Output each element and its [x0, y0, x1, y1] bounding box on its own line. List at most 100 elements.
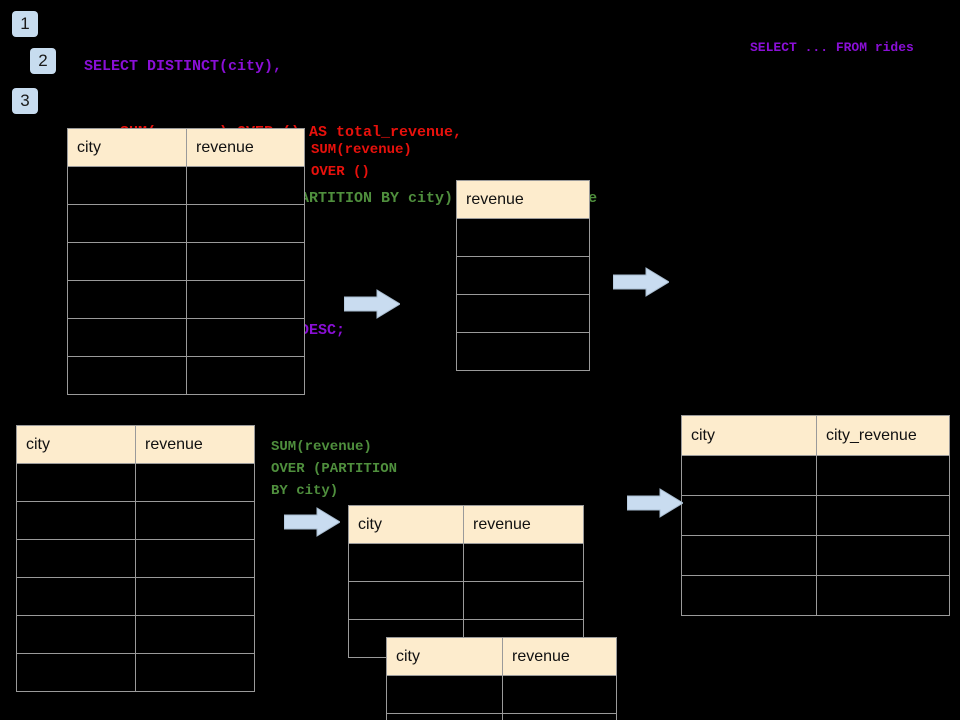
table-body: [67, 166, 305, 395]
table-row: [67, 280, 305, 319]
cell-revenue: [456, 256, 590, 295]
cell-revenue: [463, 543, 584, 582]
table-row: [67, 356, 305, 395]
cell-city: [67, 166, 187, 205]
table-row: [16, 577, 255, 616]
column-header-revenue: revenue: [135, 425, 255, 464]
column-header-city: city: [348, 505, 464, 544]
table-row: [16, 539, 255, 578]
cell-city: [681, 455, 817, 496]
cell-city: [67, 242, 187, 281]
table-row: [681, 495, 950, 536]
column-header-revenue: revenue: [186, 128, 305, 167]
sql-line-select: SELECT DISTINCT(city),: [84, 58, 283, 75]
column-header-revenue: revenue: [502, 637, 617, 676]
table-row: [348, 543, 584, 582]
cell-revenue: [186, 166, 305, 205]
column-header-revenue: revenue: [456, 180, 590, 219]
partition-table-a: city revenue: [348, 505, 584, 658]
column-header-city: city: [16, 425, 136, 464]
cell-revenue: [502, 675, 617, 714]
step-badge-3: 3: [12, 88, 38, 114]
table-header-row: city revenue: [386, 637, 617, 676]
cell-revenue: [135, 501, 255, 540]
table-row: [456, 332, 590, 371]
column-header-city-revenue: city_revenue: [816, 415, 950, 456]
source-table-bottom: city revenue: [16, 425, 255, 692]
revenue-table: revenue: [456, 180, 590, 371]
table-body: [16, 463, 255, 692]
table-row: [386, 675, 617, 714]
cell-city: [681, 535, 817, 576]
table-row: [386, 713, 617, 720]
cell-city: [16, 653, 136, 692]
step-badge-2: 2: [30, 48, 56, 74]
cell-revenue: [135, 539, 255, 578]
cell-city-revenue: [816, 575, 950, 616]
cell-city: [16, 577, 136, 616]
table-header-row: city city_revenue: [681, 415, 950, 456]
table-row: [456, 256, 590, 295]
cell-revenue: [463, 581, 584, 620]
cell-city: [16, 615, 136, 654]
table-row: [16, 463, 255, 502]
table-row: [67, 166, 305, 205]
step-badge-1: 1: [12, 11, 38, 37]
table-row: [681, 455, 950, 496]
table-row: [456, 218, 590, 257]
cell-revenue: [135, 577, 255, 616]
table-header-row: revenue: [456, 180, 590, 219]
partition-table-b: city revenue: [386, 637, 617, 720]
cell-city: [67, 356, 187, 395]
cell-city-revenue: [816, 495, 950, 536]
cell-revenue: [186, 204, 305, 243]
table-row: [16, 653, 255, 692]
table-row: [67, 204, 305, 243]
cell-city: [681, 575, 817, 616]
cell-revenue: [186, 280, 305, 319]
cell-city: [16, 501, 136, 540]
table-row: [681, 575, 950, 616]
cell-revenue: [502, 713, 617, 720]
cell-city: [67, 204, 187, 243]
cell-city: [16, 463, 136, 502]
cell-revenue: [456, 294, 590, 333]
column-header-city: city: [386, 637, 503, 676]
table-body: [386, 675, 617, 720]
table-body: [681, 455, 950, 616]
arrow-right-icon: [627, 488, 683, 518]
table-body: [456, 218, 590, 371]
cell-city: [348, 543, 464, 582]
sql-side-note: SELECT ... FROM rides: [750, 40, 914, 55]
table-row: [16, 615, 255, 654]
cell-revenue: [456, 218, 590, 257]
cell-city: [386, 675, 503, 714]
cell-revenue: [135, 615, 255, 654]
column-header-city: city: [67, 128, 187, 167]
cell-city: [16, 539, 136, 578]
cell-city: [348, 581, 464, 620]
cell-city-revenue: [816, 535, 950, 576]
cell-revenue: [186, 242, 305, 281]
annotation-over-empty: SUM(revenue) OVER (): [311, 142, 412, 180]
table-row: [16, 501, 255, 540]
arrow-right-icon: [284, 507, 340, 537]
annotation-partition-by-city: SUM(revenue) OVER (PARTITION BY city): [271, 439, 398, 499]
result-table: city city_revenue: [681, 415, 950, 616]
table-row: [456, 294, 590, 333]
table-header-row: city revenue: [67, 128, 305, 167]
cell-revenue: [456, 332, 590, 371]
table-header-row: city revenue: [348, 505, 584, 544]
source-table-top: city revenue: [67, 128, 305, 395]
table-row: [67, 242, 305, 281]
cell-city: [67, 318, 187, 357]
table-row: [681, 535, 950, 576]
cell-city-revenue: [816, 455, 950, 496]
cell-revenue: [135, 463, 255, 502]
column-header-city: city: [681, 415, 817, 456]
cell-revenue: [186, 356, 305, 395]
table-row: [348, 581, 584, 620]
table-header-row: city revenue: [16, 425, 255, 464]
cell-revenue: [135, 653, 255, 692]
